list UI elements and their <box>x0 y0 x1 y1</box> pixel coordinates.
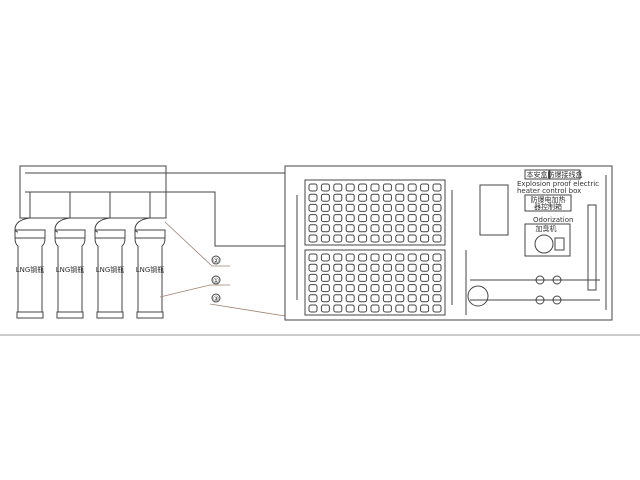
heater-box-label-en-2: heater control box <box>517 187 581 195</box>
heater-coil-grid <box>304 249 446 316</box>
cylinder-label: LNG钢瓶 <box>96 265 125 274</box>
callout-2-label: ② <box>213 257 219 265</box>
heater-box-label-en-1: Explosion proof electric <box>517 180 599 188</box>
cylinder-label: LNG钢瓶 <box>136 265 165 274</box>
heater-box-label-cn-2: 器控制箱 <box>534 202 562 211</box>
pipe-lower <box>165 191 285 247</box>
heater-unit <box>479 184 509 236</box>
odorization-unit: 加臭机 <box>524 223 571 257</box>
explosion-junction-label: 防爆接线盒 <box>548 170 583 179</box>
lng-cylinder: LNG钢瓶 <box>14 192 46 319</box>
callout-1-label: ① <box>213 277 219 285</box>
cylinder-group: LNG钢瓶 LNG钢瓶 LNG钢瓶 LNG钢瓶 <box>14 192 166 319</box>
odorization-label-en: Odorization <box>533 216 573 224</box>
callout-2: ② <box>164 221 230 267</box>
manifold-panel <box>19 165 167 219</box>
heater-grids <box>304 179 446 316</box>
lng-cylinder: LNG钢瓶 <box>134 192 166 319</box>
callout-3: ③ <box>209 293 286 317</box>
heater-box-label-cn-1: 防爆电加热 <box>531 195 566 204</box>
heater-coil-grid <box>304 179 446 246</box>
regulator-piping <box>465 175 607 315</box>
odorization-label-cn: 加臭机 <box>536 224 557 233</box>
callout-1: ① <box>159 275 230 298</box>
cylinder-label: LNG钢瓶 <box>56 265 85 274</box>
junction-box-label: 本安盒 <box>527 170 548 179</box>
lng-cylinder: LNG钢瓶 <box>54 192 86 319</box>
callout-3-label: ③ <box>213 295 219 303</box>
skid-frame <box>284 165 613 321</box>
lng-cylinder: LNG钢瓶 <box>94 192 126 319</box>
cylinder-label: LNG钢瓶 <box>16 265 45 274</box>
